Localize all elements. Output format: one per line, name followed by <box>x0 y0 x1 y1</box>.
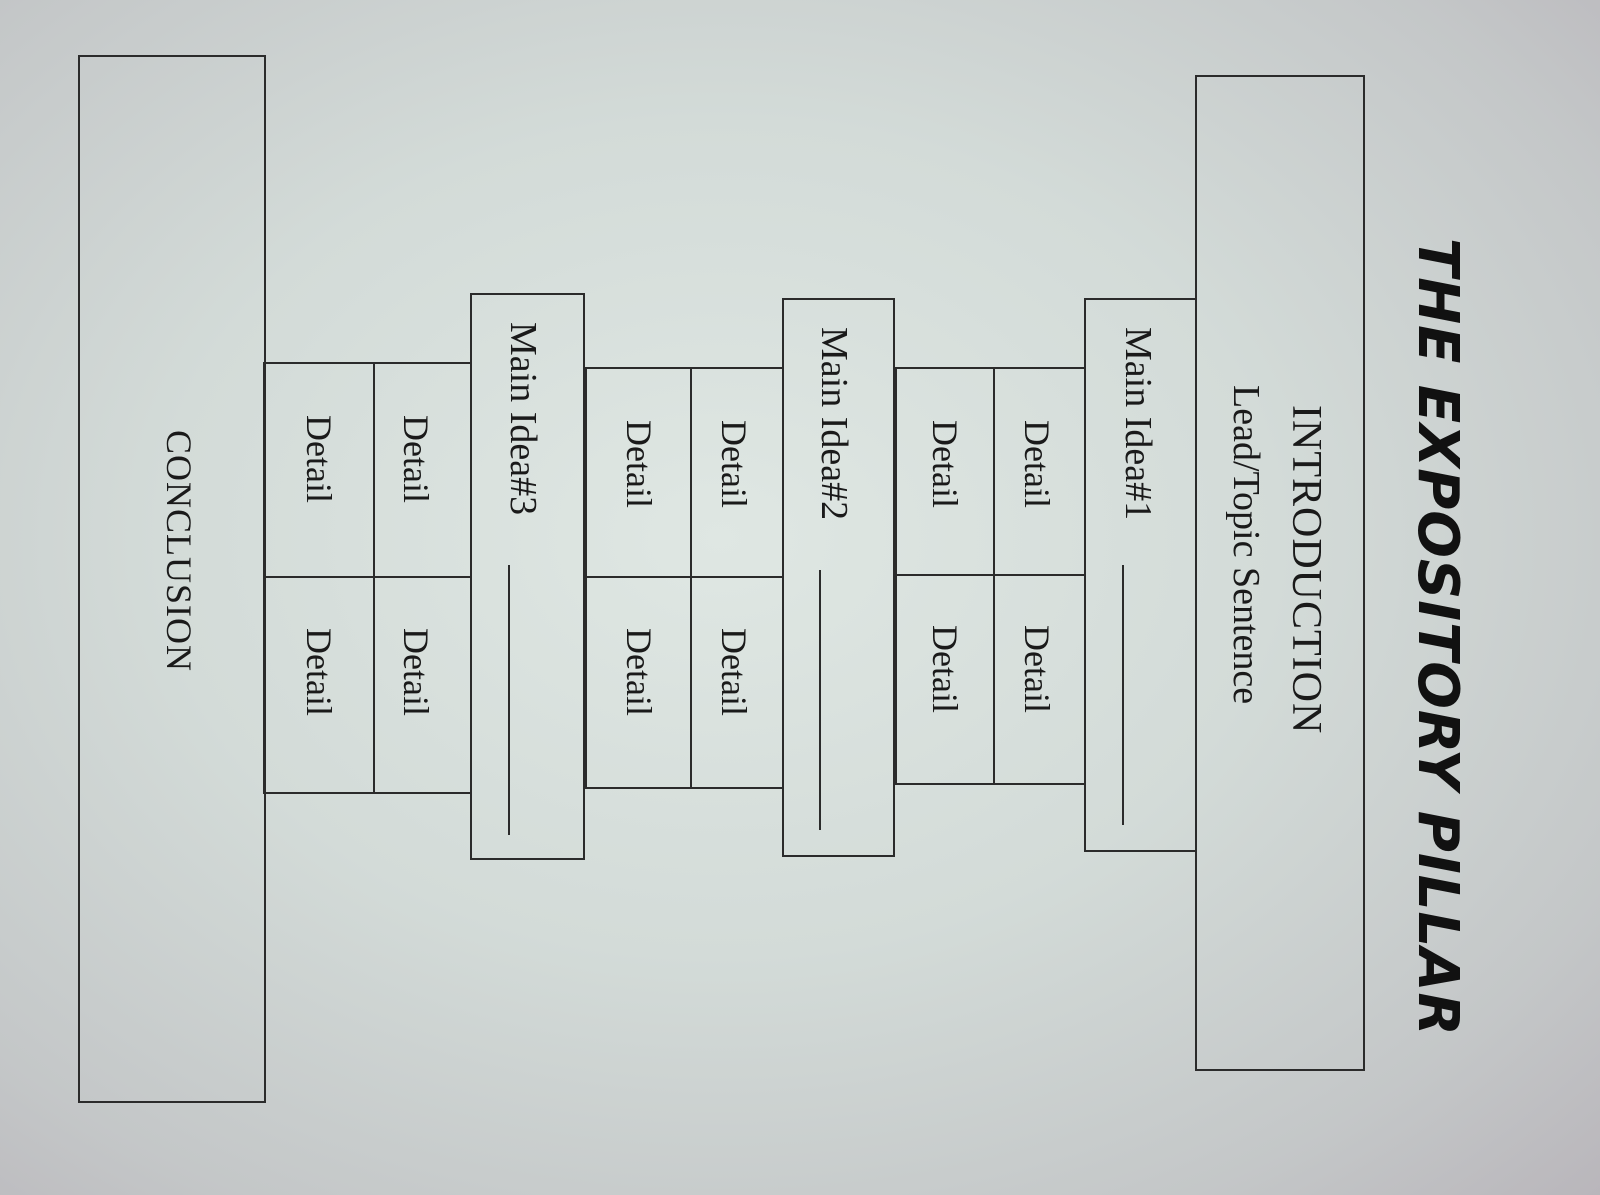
conclusion-box <box>78 55 266 1103</box>
detail-2d: Detail <box>619 628 659 716</box>
main-idea-1-label: Main Idea#1 <box>1117 327 1159 521</box>
detail-2c: Detail <box>619 420 659 508</box>
introduction-box <box>1195 75 1365 1071</box>
main-idea-2-blank-line <box>819 570 821 830</box>
main-idea-3-blank-line <box>508 565 510 835</box>
main-idea-1-blank-line <box>1122 565 1124 825</box>
detail-band-1-divider-v <box>993 367 995 785</box>
main-idea-3-label: Main Idea#3 <box>502 322 544 516</box>
introduction-heading: INTRODUCTION <box>1283 405 1329 735</box>
detail-2b: Detail <box>714 628 754 716</box>
detail-band-3-divider-v <box>373 362 375 794</box>
worksheet-title: THE EXPOSITORY PILLAR <box>1405 238 1470 1037</box>
detail-3b: Detail <box>396 628 436 716</box>
detail-3c: Detail <box>299 415 339 503</box>
detail-band-3-divider-h <box>263 576 472 578</box>
conclusion-label: CONCLUSION <box>159 430 199 673</box>
detail-band-1-divider-h <box>895 574 1086 576</box>
detail-band-1 <box>895 367 1086 785</box>
detail-band-3 <box>263 362 472 794</box>
detail-1c: Detail <box>925 420 965 508</box>
detail-3d: Detail <box>299 628 339 716</box>
introduction-subheading: Lead/Topic Sentence <box>1225 385 1267 705</box>
detail-1b: Detail <box>1017 625 1057 713</box>
detail-band-2 <box>585 367 784 789</box>
detail-band-2-divider-v <box>690 367 692 789</box>
main-idea-2-label: Main Idea#2 <box>813 327 855 521</box>
detail-1a: Detail <box>1017 420 1057 508</box>
detail-3a: Detail <box>396 415 436 503</box>
detail-1d: Detail <box>925 625 965 713</box>
detail-band-2-divider-h <box>585 576 784 578</box>
detail-2a: Detail <box>714 420 754 508</box>
